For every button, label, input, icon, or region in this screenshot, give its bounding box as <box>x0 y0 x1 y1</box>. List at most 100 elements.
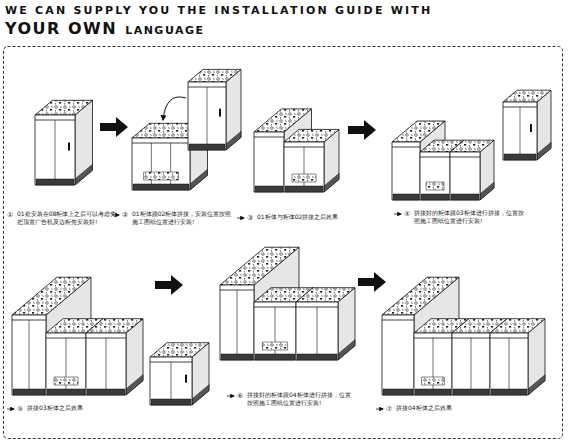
heading-line: LANGUAGE <box>125 24 204 37</box>
counter-edge <box>392 147 420 148</box>
step-number: ① <box>7 211 13 219</box>
step-caption: 01柜体与柜体02拼接之后效果 <box>257 213 345 221</box>
counter-top <box>220 247 299 285</box>
heading-line: YOUR OWN <box>5 19 117 38</box>
cabinet-group <box>382 277 545 395</box>
counter-top <box>86 319 143 333</box>
counter-top <box>35 100 93 115</box>
counter-top <box>490 319 545 333</box>
counter-top <box>284 129 339 142</box>
cabinet-front <box>150 357 192 405</box>
step-caption: 01柜体跟02柜体拼接，安装位置按照施工图纸位置进行安装! <box>132 210 237 226</box>
handle <box>185 375 187 383</box>
step-number: ⑥ <box>237 392 243 400</box>
door-line <box>106 338 107 389</box>
base-band <box>451 194 479 200</box>
step-caption: 拼接04柜体之后效果 <box>396 404 486 412</box>
door-line <box>471 338 472 389</box>
cabinet-front <box>296 302 338 360</box>
handle <box>530 124 532 132</box>
step-number: ⑦ <box>386 405 392 413</box>
cabinet-front <box>414 333 452 395</box>
dashed-frame <box>4 47 563 439</box>
cabinet-front <box>12 315 46 395</box>
counter-top <box>503 90 551 102</box>
handle <box>219 109 221 117</box>
base-band <box>126 375 143 395</box>
base-band <box>87 389 125 395</box>
logo-patch <box>292 174 316 182</box>
door-line <box>207 87 208 144</box>
cabinet-group <box>188 69 241 150</box>
cabinet-front <box>392 142 420 200</box>
cabinet-side <box>226 69 241 150</box>
step-caption: 拼接好的柜体跟04柜体进行拼接，位置按照施工图纸位置进行安装! <box>247 391 352 407</box>
step-arrow <box>358 272 386 292</box>
base-band <box>453 389 489 395</box>
base-band <box>324 173 339 192</box>
cabinet-front <box>254 132 284 192</box>
base-band <box>393 194 419 200</box>
step-number: ③ <box>247 214 253 222</box>
counter-top <box>254 109 312 132</box>
base-band <box>297 354 337 360</box>
base-band <box>133 184 189 190</box>
base-band <box>13 389 45 395</box>
base-band <box>383 389 413 395</box>
cabinet-front <box>188 82 226 150</box>
base-band <box>151 399 191 405</box>
counter-top <box>296 288 355 302</box>
door-line <box>520 107 521 154</box>
base-band <box>255 354 295 360</box>
cabinet-front <box>46 333 86 395</box>
base-band <box>47 389 85 395</box>
cabinet-group <box>150 343 209 405</box>
base-band <box>285 186 323 192</box>
counter-top <box>382 277 459 315</box>
door-line <box>317 307 318 354</box>
cabinet-front <box>450 152 480 200</box>
base-band <box>421 194 449 200</box>
cabinet-front <box>220 285 254 360</box>
door-line <box>237 290 238 354</box>
cabinet-front <box>86 333 126 395</box>
pointer-arrow <box>227 396 234 397</box>
base-band <box>491 389 527 395</box>
pointer-arrow <box>376 409 383 410</box>
base-band <box>189 144 225 150</box>
base-band <box>528 375 545 395</box>
step-arrow <box>100 117 128 137</box>
counter-edge <box>420 157 450 158</box>
base-band <box>504 154 536 160</box>
counter-edge <box>382 320 414 321</box>
base-band <box>221 354 253 360</box>
cabinet-front <box>382 315 414 395</box>
logo-patch <box>426 182 444 190</box>
cabinet-front <box>490 333 528 395</box>
counter-edge <box>254 137 284 138</box>
cabinet-front <box>132 138 190 190</box>
base-band <box>338 340 355 360</box>
pointer-arrow <box>237 218 244 219</box>
base-band <box>480 182 494 200</box>
counter-top <box>150 343 209 357</box>
cabinet-group <box>35 100 93 185</box>
door-line <box>509 338 510 389</box>
step-number: ② <box>122 211 128 219</box>
cabinet-front <box>254 302 296 360</box>
cabinet-group <box>392 121 494 200</box>
cabinet-group <box>254 109 339 192</box>
logo-patch <box>262 342 287 350</box>
step-caption: 01处安装在08柜体上之后可以考虑先把顶置广告机及边柜先安装好! <box>17 210 117 226</box>
move-arrow <box>163 97 186 120</box>
counter-top <box>450 140 494 152</box>
pointer-arrow <box>7 409 14 410</box>
door-line <box>55 120 56 179</box>
logo-patch <box>422 377 445 385</box>
heading: WE CAN SUPPLY YOU THE INSTALLATION GUIDE… <box>5 4 432 17</box>
cabinet-front <box>420 152 450 200</box>
base-band <box>226 131 241 150</box>
counter-edge <box>450 157 480 158</box>
counter-top <box>188 69 241 82</box>
step-number: ⑤ <box>17 405 23 413</box>
